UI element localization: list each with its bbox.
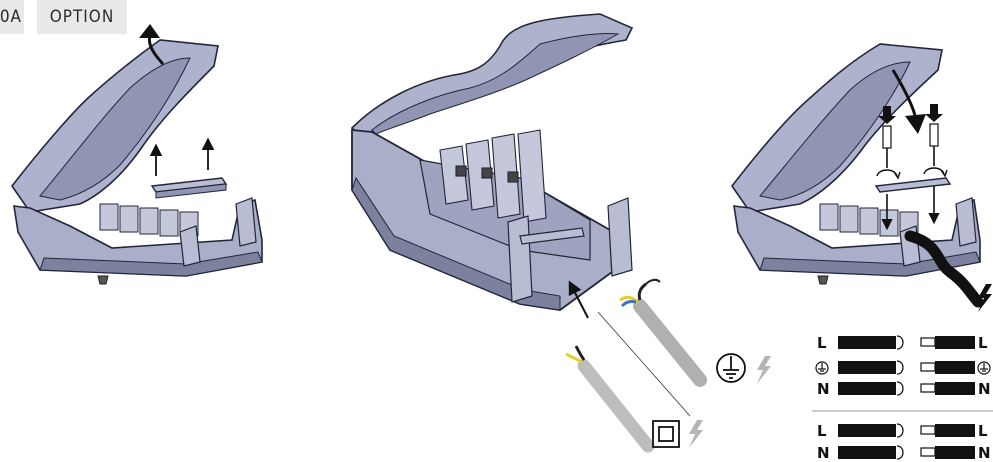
wire-label-n2-left: N [817,444,830,462]
step3-close-arrowhead [905,114,926,134]
lightning-icon-unearthed [689,420,703,448]
wire-label-l-right: L [978,334,988,352]
wire-label-l2-left: L [817,422,827,440]
cable-unearthed [565,345,655,453]
double-insulation-icon [652,420,680,448]
earth-symbol-small-icon-right [977,361,991,375]
wire-live [637,282,647,301]
tag-option: OPTION [37,0,127,34]
rotate-arrow-icon [876,167,948,180]
tag-left-text: 0A [0,7,22,27]
step2-terminals [439,129,547,223]
step2-insert-arrow [568,280,589,319]
earth-symbol-small-icon-left [815,361,829,375]
lightning-icon-step3 [978,284,992,312]
step3-housing [731,43,984,308]
step1-terminals [99,203,199,237]
wire-label-n2-right: N [978,444,991,462]
tag-left: 0A [0,0,24,34]
screwdriver-icon [878,104,943,168]
cable-earthed [619,278,707,387]
earth-symbol-icon [716,353,746,383]
wiring-legend: L L N N L [812,334,993,462]
wire-label-l-left: L [817,334,827,352]
wire-neutral [620,300,637,308]
step1-housing [11,39,263,285]
tag-option-text: OPTION [49,7,115,27]
step1-lid-inner [39,57,191,201]
lightning-icon-earthed [757,356,771,384]
step1-lid-arrowhead [139,24,160,38]
step2-housing [350,13,634,311]
step2-guide-line [597,311,691,417]
step3-cable [904,230,984,308]
wire-label-l2-right: L [978,422,988,440]
wire-label-n-right: N [978,380,991,398]
wire-label-n-left: N [817,380,830,398]
